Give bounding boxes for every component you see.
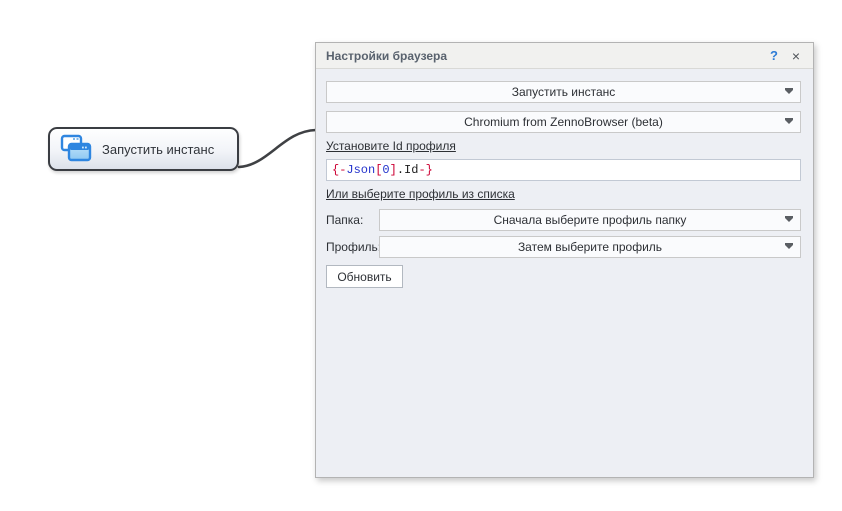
folder-row: Папка: Сначала выберите профиль папку (326, 209, 801, 231)
panel-title: Настройки браузера (326, 48, 448, 63)
profile-id-label: Установите Id профиля (326, 139, 456, 153)
close-icon[interactable]: × (791, 47, 801, 64)
profile-select[interactable]: Затем выберите профиль (379, 236, 801, 258)
browser-select[interactable]: Chromium from ZennoBrowser (beta) (326, 111, 801, 133)
browser-settings-panel: Настройки браузера ? × Запустить инстанс… (315, 42, 814, 478)
action-select-value: Запустить инстанс (511, 85, 616, 99)
folder-label: Папка: (326, 213, 364, 227)
panel-body: Запустить инстанс Chromium from ZennoBro… (316, 81, 813, 288)
action-node-label: Запустить инстанс (102, 141, 215, 157)
chevron-down-icon (785, 243, 793, 249)
action-node-launch-instance[interactable]: Запустить инстанс (48, 127, 239, 171)
profile-row: Профиль: Затем выберите профиль (326, 236, 801, 258)
help-icon[interactable]: ? (770, 48, 778, 63)
profile-label: Профиль: (326, 240, 382, 254)
browser-select-value: Chromium from ZennoBrowser (beta) (464, 115, 663, 129)
chevron-down-icon (785, 88, 793, 94)
action-select[interactable]: Запустить инстанс (326, 81, 801, 103)
profile-id-input[interactable]: {-Json[0].Id-} (326, 159, 801, 181)
profile-select-value: Затем выберите профиль (517, 240, 663, 254)
cascade-windows-icon (60, 134, 92, 162)
folder-select[interactable]: Сначала выберите профиль папку (379, 209, 801, 231)
panel-titlebar: Настройки браузера ? × (316, 43, 813, 69)
chevron-down-icon (785, 216, 793, 222)
refresh-button[interactable]: Обновить (326, 265, 403, 288)
folder-select-value: Сначала выберите профиль папку (493, 213, 687, 227)
or-select-profile-label: Или выберите профиль из списка (326, 187, 515, 201)
chevron-down-icon (785, 118, 793, 124)
